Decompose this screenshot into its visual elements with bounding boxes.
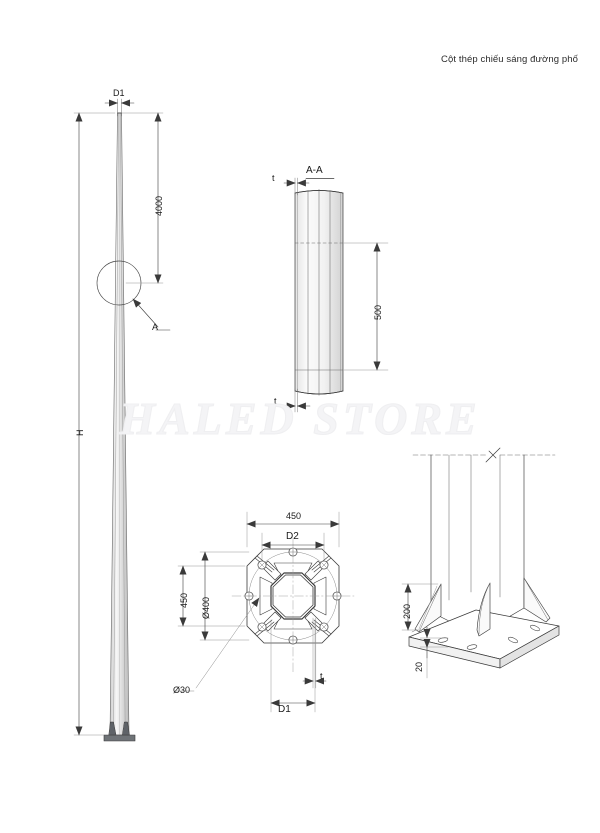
label-gusset-height-200: 200 — [402, 603, 412, 619]
pole-elevation-geometry — [73, 98, 171, 742]
label-bolt-circle-d400: Ø400 — [201, 596, 211, 619]
label-sleeve-length-500: 500 — [373, 304, 383, 320]
label-upper-length-4000: 4000 — [154, 195, 164, 216]
label-thickness-bottom-t: t — [274, 396, 277, 406]
label-thickness-top-t: t — [272, 173, 275, 183]
label-bolt-hole-d30: Ø30 — [173, 685, 191, 695]
label-bolt-span-d2: D2 — [286, 531, 299, 542]
label-plate-width-450: 450 — [286, 511, 302, 521]
label-plate-thickness-20: 20 — [414, 661, 424, 672]
label-plate-wall-t: t — [320, 671, 323, 681]
label-section-title-aa: A-A — [306, 165, 323, 176]
label-total-height-h: H — [75, 429, 85, 437]
drawing-title: Cột thép chiếu sáng đường phố — [441, 54, 578, 65]
base-3d-detail-geometry — [401, 447, 560, 679]
base-plate-plan-geometry — [175, 511, 355, 713]
label-plate-height-450: 450 — [179, 592, 189, 608]
label-pole-diameter-d1: D1 — [278, 704, 291, 715]
label-top-diameter-d1: D1 — [113, 88, 125, 98]
label-detail-tag-a: A — [152, 322, 159, 332]
section-aa-geometry — [283, 177, 389, 413]
